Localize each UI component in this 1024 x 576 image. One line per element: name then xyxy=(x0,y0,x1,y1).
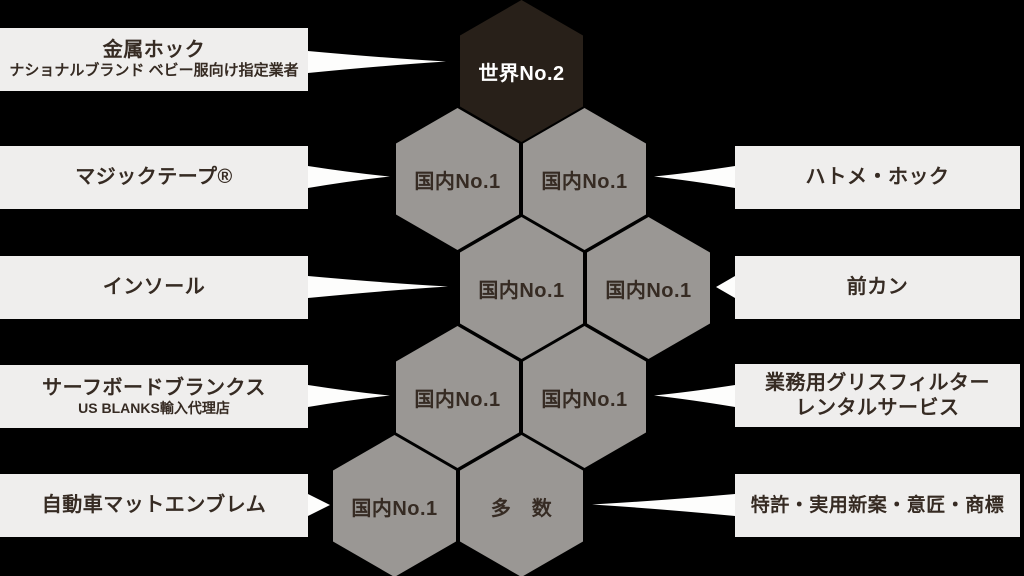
label-grease-filter-rental-title2: レンタルサービス xyxy=(795,396,960,419)
hexagon-rank: 国内No.1 xyxy=(541,170,628,193)
label-front-kan-title: 前カン xyxy=(846,276,909,299)
connector-arrow-front-kan xyxy=(716,276,735,298)
connector-arrow-magic-tape xyxy=(308,166,390,188)
hexagon-domestic-no1-eyelet-hook: 国内No.1 xyxy=(523,108,646,250)
label-patents-trademarks: 特許・実用新案・意匠・商標 xyxy=(735,474,1020,537)
connector-arrow-grease-filter xyxy=(654,385,735,407)
label-car-mat-emblem-title: 自動車マットエンブレム xyxy=(41,494,267,517)
hexagon-rank: 国内No.1 xyxy=(605,279,692,302)
hexagon-rank: 国内No.1 xyxy=(414,170,501,193)
connector-arrow-metal-hook xyxy=(308,51,446,73)
label-surfboard-blanks: サーフボードブランクス US BLANKS輸入代理店 xyxy=(0,365,308,428)
label-surfboard-blanks-subtitle: US BLANKS輸入代理店 xyxy=(78,399,230,416)
hexagon-domestic-no1-front-kan: 国内No.1 xyxy=(587,217,710,359)
label-metal-hook-title: 金属ホック xyxy=(102,38,206,61)
connector-arrow-insole xyxy=(308,276,448,298)
label-metal-hook: 金属ホック ナショナルブランド ベビー服向け指定業者 xyxy=(0,28,308,91)
label-front-kan: 前カン xyxy=(735,256,1020,319)
hexagon-rank: 国内No.1 xyxy=(351,497,438,520)
hexagon-rank: 多 数 xyxy=(490,497,553,520)
connector-arrow-eyelet-hook xyxy=(654,166,735,188)
label-eyelet-hook: ハトメ・ホック xyxy=(735,146,1020,209)
hexagon-rank: 国内No.1 xyxy=(478,279,565,302)
hexagon-rank: 国内No.1 xyxy=(541,388,628,411)
label-insole-title: インソール xyxy=(102,276,206,299)
label-grease-filter-rental: 業務用グリスフィルター レンタルサービス xyxy=(735,364,1020,427)
connector-arrow-surfboard xyxy=(308,385,390,407)
hexagon-rank: 国内No.1 xyxy=(414,388,501,411)
label-patents-trademarks-title: 特許・実用新案・意匠・商標 xyxy=(750,494,1005,516)
connector-arrow-car-mat xyxy=(308,494,330,516)
label-insole: インソール xyxy=(0,256,308,319)
label-magic-tape-title: マジックテープ® xyxy=(75,166,233,189)
label-eyelet-hook-title: ハトメ・ホック xyxy=(805,166,950,189)
hexagon-domestic-no1-magic-tape: 国内No.1 xyxy=(396,108,519,250)
label-metal-hook-subtitle: ナショナルブランド ベビー服向け指定業者 xyxy=(9,62,299,80)
hexagon-world-no2-rank: 世界No.2 xyxy=(478,62,565,85)
label-magic-tape: マジックテープ® xyxy=(0,146,308,209)
label-car-mat-emblem: 自動車マットエンブレム xyxy=(0,474,308,537)
label-surfboard-blanks-title: サーフボードブランクス xyxy=(42,376,266,399)
label-grease-filter-rental-title: 業務用グリスフィルター xyxy=(764,372,991,395)
connector-arrow-patents xyxy=(592,494,735,516)
